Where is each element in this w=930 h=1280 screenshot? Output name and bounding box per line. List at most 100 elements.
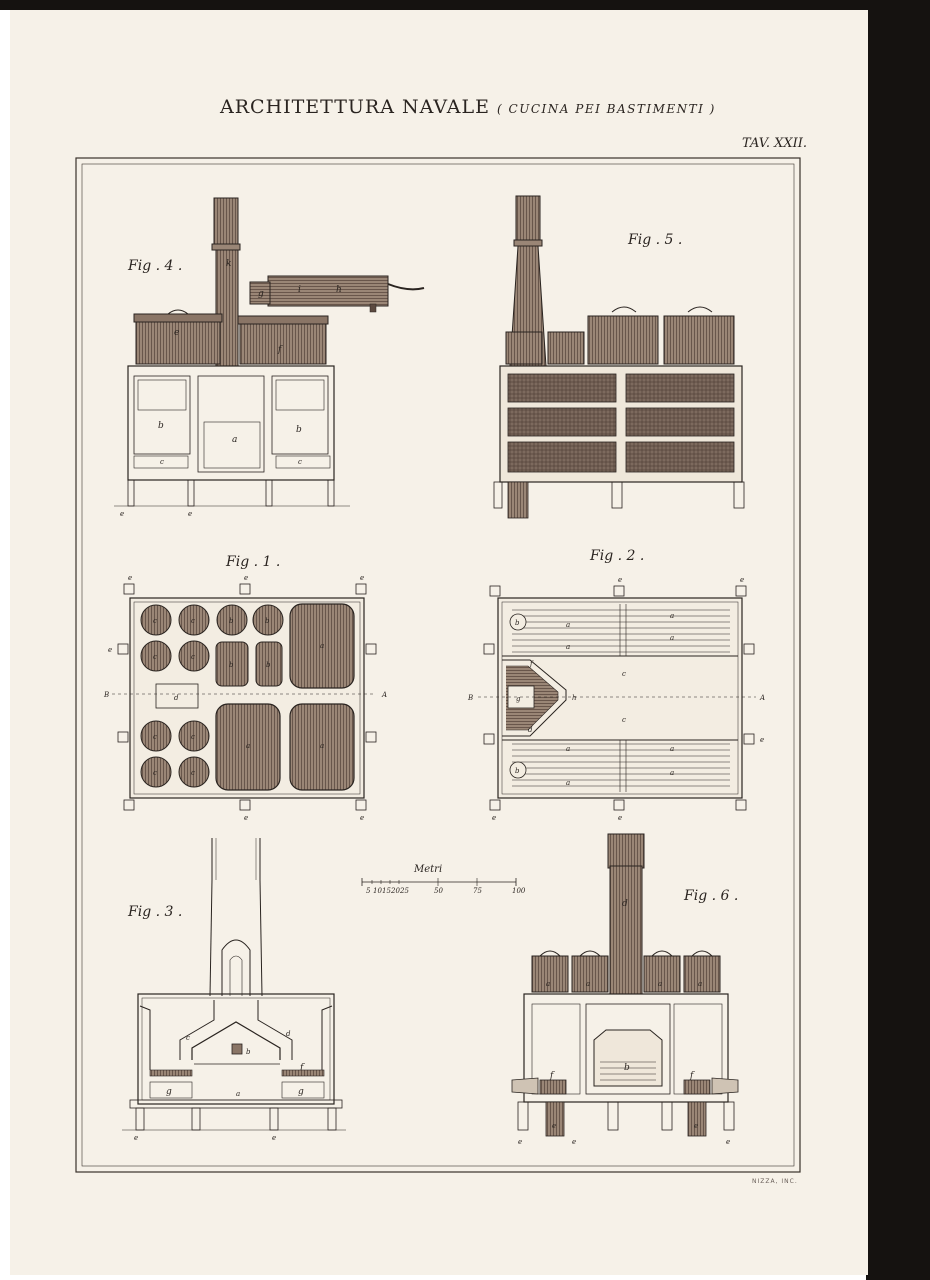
- fig4-pot-left: [135, 319, 221, 365]
- engraver-credit: NIZZA, INC.: [752, 1178, 798, 1185]
- drawing-line-path: [691, 950, 713, 957]
- drawing-line-path: [611, 306, 637, 313]
- drawing-letter-label: c: [191, 653, 195, 661]
- drawing-line-rect: [611, 481, 623, 509]
- drawing-line-rect: [507, 441, 617, 473]
- drawing-line-rect: [365, 731, 377, 743]
- figure-3: Fig . 3 . b c d f g g a: [122, 838, 346, 1142]
- drawing-line-path: [257, 1000, 293, 1060]
- drawing-line-rect: [281, 1081, 325, 1099]
- drawing-line-circle: [140, 756, 172, 788]
- drawing-letter-label: b: [515, 619, 520, 627]
- drawing-letter-label: a: [586, 980, 590, 988]
- drawing-line-rect: [249, 281, 271, 305]
- drawing-line-rect: [231, 1043, 243, 1055]
- drawing-line-rect: [607, 1101, 619, 1131]
- fig2-label: Fig . 2 .: [589, 548, 644, 564]
- drawing-line-path: [687, 306, 713, 313]
- drawing-line-rect: [365, 643, 377, 655]
- drawing-letter-label: a: [236, 1090, 240, 1098]
- drawing-letter-label: e: [120, 510, 124, 518]
- drawing-letter-label: e: [244, 814, 248, 822]
- drawing-letter-label: f: [299, 1063, 305, 1073]
- plate-number: TAV. XXII.: [742, 136, 807, 151]
- drawing-line-rect: [239, 583, 251, 595]
- dark-background-top: [0, 0, 930, 10]
- fig6-chimney: [609, 865, 643, 997]
- drawing-letter-label: b: [296, 425, 302, 435]
- drawing-line-circle: [178, 640, 210, 672]
- drawing-line-rect: [117, 731, 129, 743]
- drawing-line-g: [600, 1061, 656, 1081]
- fig5-pot-2: [547, 331, 585, 365]
- drawing-letter-label: a: [566, 621, 570, 629]
- drawing-letter-label: e: [740, 576, 744, 584]
- drawing-line-circle: [178, 756, 210, 788]
- drawing-line-rect: [135, 1107, 145, 1131]
- fig3-section-body: [137, 993, 335, 1105]
- drawing-line-path: [502, 659, 567, 737]
- drawing-line-path: [711, 1077, 739, 1095]
- drawing-letter-label: e: [360, 814, 364, 822]
- drawing-line-rect: [255, 641, 283, 687]
- drawing-letter-label: a: [670, 612, 674, 620]
- figure-1: Fig . 1 . e e e e e e c c b b c: [103, 554, 387, 822]
- scale-tick-10: 10: [373, 887, 382, 895]
- drawing-line-rect: [507, 407, 617, 437]
- drawing-letter-label: i: [298, 285, 301, 295]
- drawing-line-rect: [661, 1101, 673, 1131]
- drawing-letter-label: f: [277, 345, 283, 355]
- drawing-line-path: [167, 309, 189, 315]
- drawing-line-line: [259, 879, 263, 997]
- drawing-line-g: [502, 739, 738, 792]
- drawing-line-rect: [187, 479, 195, 507]
- fig5-chimney-top: [515, 195, 541, 243]
- drawing-line-rect: [237, 315, 329, 325]
- drawing-letter-label: h: [572, 694, 577, 702]
- drawing-letter-label: e: [188, 510, 192, 518]
- drawing-line-rect: [625, 407, 735, 437]
- plate-border-inner: [81, 163, 795, 1167]
- drawing-letter-label: a: [320, 742, 324, 750]
- fig5-label: Fig . 5 .: [627, 232, 682, 248]
- fig4-pot-right: [239, 321, 327, 365]
- drawing-line-path: [139, 1005, 151, 1070]
- drawing-line-rect: [149, 1069, 193, 1077]
- drawing-letter-label: a: [232, 435, 237, 445]
- drawing-letter-label: a: [566, 745, 570, 753]
- fig6-chimney-top: [607, 833, 645, 869]
- drawing-letter-label: d: [528, 726, 533, 734]
- drawing-letter-label: e: [492, 814, 496, 822]
- drawing-line-path: [191, 1021, 281, 1060]
- drawing-letter-label: b: [229, 661, 234, 669]
- drawing-letter-label: b: [229, 617, 234, 625]
- drawing-line-rect: [735, 585, 747, 597]
- drawing-line-rect: [585, 1003, 671, 1095]
- drawing-line-rect: [265, 479, 273, 507]
- drawing-line-rect: [687, 1101, 707, 1137]
- drawing-line-rect: [133, 313, 223, 323]
- drawing-letter-label: g: [258, 289, 264, 299]
- drawing-letter-label: c: [186, 1034, 190, 1042]
- drawing-line-circle: [216, 604, 248, 636]
- fig5-pot-4: [663, 315, 735, 365]
- drawing-line-rect: [613, 585, 625, 597]
- drawing-line-rect: [271, 375, 329, 455]
- drawing-line-rect: [743, 643, 755, 655]
- drawing-line-path: [179, 1000, 215, 1060]
- drawing-line-rect: [507, 373, 617, 403]
- fig2-section-a: A: [759, 694, 765, 702]
- drawing-letter-label: a: [670, 745, 674, 753]
- plate-title-text: ARCHITETTURA NAVALE: [220, 96, 490, 118]
- drawing-line-rect: [281, 1069, 325, 1077]
- figure-5: Fig . 5 .: [493, 195, 745, 519]
- drawing-letter-label: a: [658, 980, 662, 988]
- drawing-letter-label: a: [320, 642, 324, 650]
- fig4-stove-body: [127, 365, 335, 481]
- drawing-letter-label: e: [134, 1134, 138, 1142]
- drawing-line-rect: [149, 1081, 193, 1099]
- drawing-letter-label: e: [128, 574, 132, 582]
- fig1-section-b: B: [103, 691, 109, 699]
- drawing-line-rect: [123, 799, 135, 811]
